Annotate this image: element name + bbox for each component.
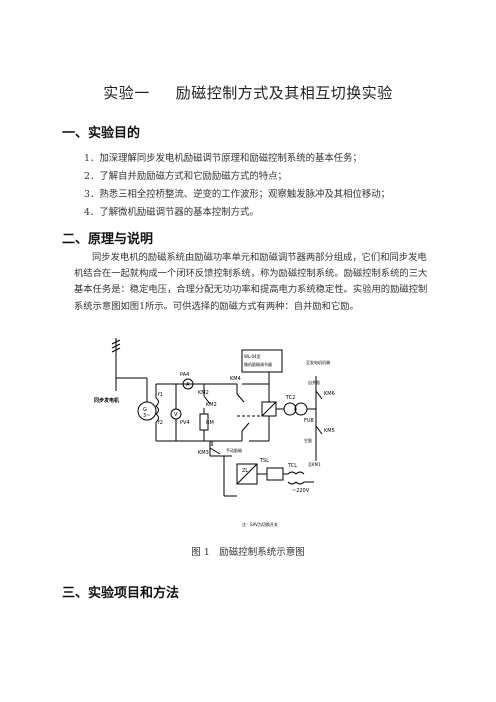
label-tcl: TCL — [287, 463, 297, 469]
label-other: 它励 — [304, 437, 312, 443]
label-a: A — [186, 382, 190, 388]
label-km6: KM6 — [324, 391, 335, 397]
label-rm: RM — [206, 420, 214, 426]
label-f1: f1 — [158, 392, 163, 398]
label-pa4: PA4 — [180, 372, 189, 378]
label-km3: KM3 — [198, 450, 209, 456]
section-heading-methods: 三、实验项目和方法 — [62, 586, 180, 601]
label-to-bus: 至KM1 — [308, 462, 321, 467]
label-km4: KM4 — [230, 376, 241, 382]
label-supply: 至发电机机端 — [306, 359, 330, 365]
label-km5: KM5 — [324, 428, 335, 434]
label-g: G — [143, 407, 147, 413]
label-regulator-1: WL-04型 — [244, 353, 261, 359]
label-v: V — [174, 412, 178, 418]
label-km2b: KM2 — [206, 402, 217, 408]
label-tc2: TC2 — [285, 395, 295, 401]
label-generator: 同步发电机 — [94, 397, 119, 404]
excitation-system-diagram: 同步发电机 G 3~ PA4 A KM2 KM2 V PV4 RM f1 f2 … — [94, 338, 335, 527]
section-heading-objectives: 一、实验目的 — [62, 126, 141, 141]
objective-item: 4．了解微机励磁调节器的基本控制方式。 — [84, 207, 259, 218]
label-g3: 3~ — [143, 413, 150, 419]
objective-item: 2．了解自并励励磁方式和它励励磁方式的特点； — [84, 171, 287, 182]
section-heading-principle: 二、原理与说明 — [62, 232, 154, 247]
label-220v: ~220V — [292, 488, 310, 494]
label-zl: ZL — [242, 468, 248, 474]
label-tsl: TSL — [259, 458, 269, 464]
label-km2a: KM2 — [198, 390, 209, 396]
label-manual: 手动励磁 — [226, 447, 242, 453]
principle-paragraph: 同步发电机的励磁系统由励磁功率单元和励磁调节器两部分组成，它们和同步发电机结合在… — [74, 252, 428, 312]
figure-caption: 图 1 励磁控制系统示意图 — [191, 547, 305, 558]
title-part2: 励磁控制方式及其相互切换实验 — [175, 84, 393, 102]
label-regulator-2: 微机励磁调节器 — [244, 361, 272, 367]
label-pv4: PV4 — [180, 420, 190, 426]
label-self: 自并励 — [308, 379, 320, 385]
title-part1: 实验一 — [103, 84, 150, 102]
document-title: 实验一 励磁控制方式及其相互切换实验 — [0, 82, 496, 103]
label-note: 注：SAV为切换开关 — [242, 521, 278, 527]
label-f2: f2 — [158, 420, 163, 426]
objective-item: 1．加深理解同步发电机励磁调节原理和励磁控制系统的基本任务； — [84, 153, 362, 164]
label-fu: FU8 — [304, 418, 314, 424]
objective-item: 3．熟悉三相全控桥整流、逆变的工作波形；观察触发脉冲及其相位移动； — [84, 189, 390, 200]
